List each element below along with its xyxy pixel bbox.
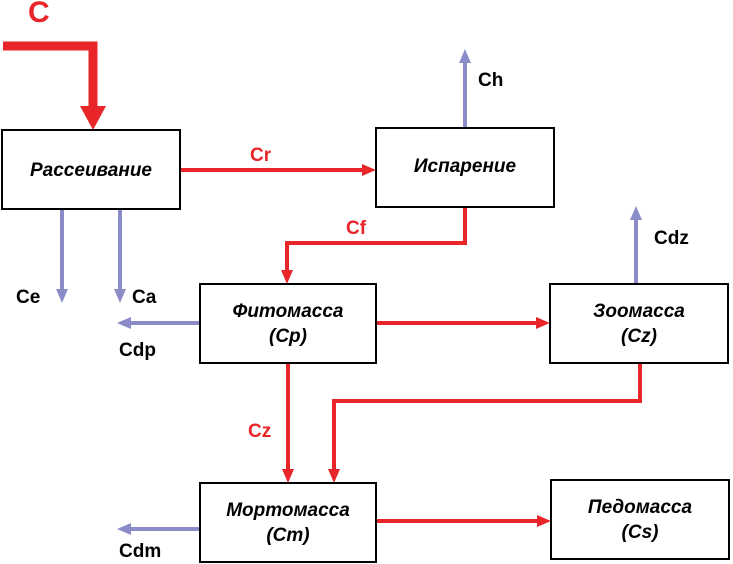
box-dispersion-label: Рассеивание <box>30 160 152 181</box>
flow-label-cdz: Cdz <box>654 228 689 249</box>
box-phytomass-symbol: (Cp) <box>269 326 307 347</box>
arrow-ca <box>114 209 126 303</box>
box-phytomass: Фитомасса (Cp) <box>199 283 377 364</box>
arrow-cdm <box>117 523 200 535</box>
box-evaporation-label: Испарение <box>414 156 517 177</box>
box-zoomass: Зоомасса (Cz) <box>549 283 729 364</box>
flow-label-c: C <box>28 0 50 29</box>
flow-label-ce: Ce <box>16 287 40 308</box>
box-mortomass-label: Мортомасса <box>226 500 350 521</box>
flow-label-ch: Ch <box>478 70 503 91</box>
arrow-phyto-zoo <box>376 317 550 329</box>
box-zoomass-label: Зоомасса <box>593 301 685 322</box>
flow-label-cf: Cf <box>346 218 367 239</box>
box-evaporation: Испарение <box>375 127 555 208</box>
arrow-cr <box>180 164 376 176</box>
box-zoomass-symbol: (Cz) <box>621 326 657 347</box>
box-mortomass-symbol: (Cm) <box>266 525 309 546</box>
flow-label-cdm: Cdm <box>119 541 161 562</box>
box-mortomass: Мортомасса (Cm) <box>199 482 377 563</box>
arrow-ce <box>56 209 68 303</box>
arrow-ch <box>459 49 471 128</box>
arrow-cf <box>281 207 467 284</box>
box-phytomass-label: Фитомасса <box>232 301 343 322</box>
box-pedomass: Педомасса (Cs) <box>550 479 730 560</box>
arrow-cdp <box>117 317 200 329</box>
input-arrow <box>3 41 106 130</box>
arrow-zoo-morto <box>328 363 642 483</box>
box-dispersion: Рассеивание <box>1 129 181 210</box>
arrow-cz <box>282 363 294 483</box>
flow-label-ca: Ca <box>132 287 157 308</box>
flow-label-cdp: Cdp <box>119 340 156 361</box>
flow-label-cz: Cz <box>248 421 271 442</box>
box-pedomass-symbol: (Cs) <box>622 522 659 543</box>
box-pedomass-label: Педомасса <box>588 497 693 518</box>
flow-label-cr: Cr <box>250 145 272 166</box>
arrow-morto-pedo <box>376 515 551 527</box>
arrow-cdz <box>630 206 642 284</box>
